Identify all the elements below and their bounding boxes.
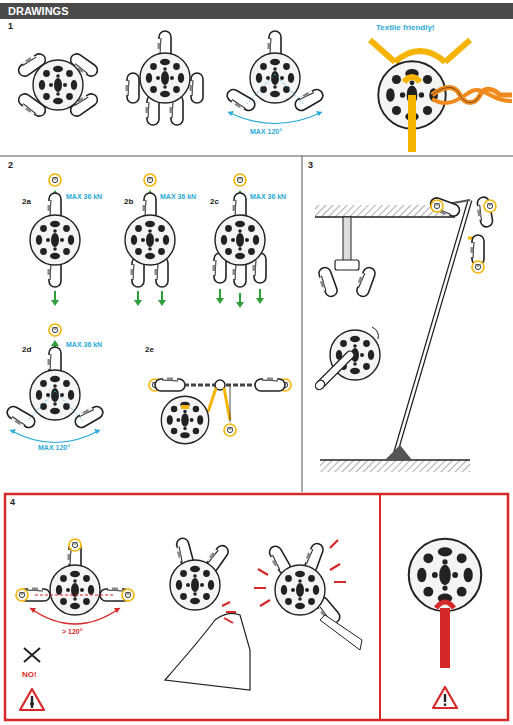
header-title: DRAWINGS [8,5,69,17]
callout-number: 2d [22,346,31,355]
panel-number: 4 [10,498,15,508]
warning-text: NO! [20,671,39,680]
callout-number: 2a [22,198,31,207]
callout-number: 2c [210,198,219,207]
callout-number: 2e [145,346,154,355]
angle-label: MAX 120° [38,444,70,452]
panel-number: 2 [8,161,13,171]
load-label: MAX 36 kN [160,193,196,201]
angle-label: MAX 120° [250,128,282,136]
panel-number: 1 [8,22,13,32]
note-text: Textile friendly! [376,24,435,33]
load-label: MAX 36 kN [66,341,102,349]
callout-number: 2b [124,198,133,207]
load-label: MAX 36 kN [250,193,286,201]
angle-label: > 120° [62,628,83,636]
panel-number: 3 [308,161,313,171]
load-label: MAX 36 kN [66,193,102,201]
